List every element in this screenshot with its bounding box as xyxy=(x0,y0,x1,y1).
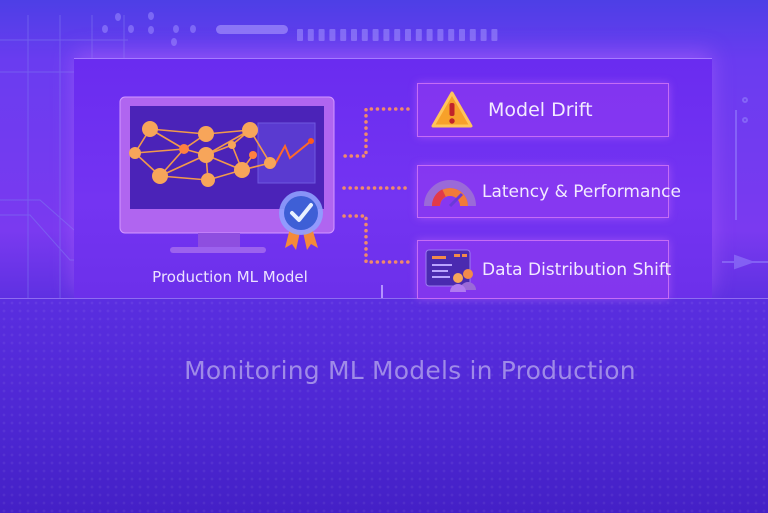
decor-tick xyxy=(469,29,476,41)
decor-tick xyxy=(307,29,314,41)
card-data-distribution-shift: Data Distribution Shift xyxy=(417,240,672,299)
decor-tick xyxy=(480,29,487,41)
network-nodes xyxy=(129,121,314,187)
decor-tick xyxy=(351,29,357,41)
bottom-area xyxy=(0,298,768,513)
card-latency-performance: Latency & Performance xyxy=(417,165,681,218)
decor-tick xyxy=(383,29,390,41)
card-model-drift: Model Drift xyxy=(417,83,669,137)
page-title: Monitoring ML Models in Production xyxy=(184,356,636,385)
card-label: Latency & Performance xyxy=(482,181,681,202)
card-label: Data Distribution Shift xyxy=(482,259,672,280)
decor-tick xyxy=(340,29,347,41)
decor-tick xyxy=(318,29,325,41)
decor-tick xyxy=(405,29,411,41)
decor-tick xyxy=(448,29,455,41)
decor-tick xyxy=(437,29,444,41)
background-decoration xyxy=(0,12,768,300)
warning-icon xyxy=(431,91,473,128)
decor-tick xyxy=(329,29,336,41)
decor-tick xyxy=(361,29,368,41)
decor-tick xyxy=(297,29,303,41)
connector-lines xyxy=(342,107,410,264)
decor-tick xyxy=(372,29,379,41)
model-label: Production ML Model xyxy=(152,268,308,286)
dashboard-users-icon xyxy=(425,249,476,292)
decor-tick xyxy=(394,29,401,41)
decor-tick xyxy=(426,29,433,41)
decor-tick xyxy=(415,29,422,41)
gauge-icon xyxy=(424,179,476,207)
card-label: Model Drift xyxy=(488,99,593,121)
decor-tick xyxy=(459,29,465,41)
verified-badge-icon xyxy=(279,191,323,250)
decor-tick xyxy=(491,29,498,41)
